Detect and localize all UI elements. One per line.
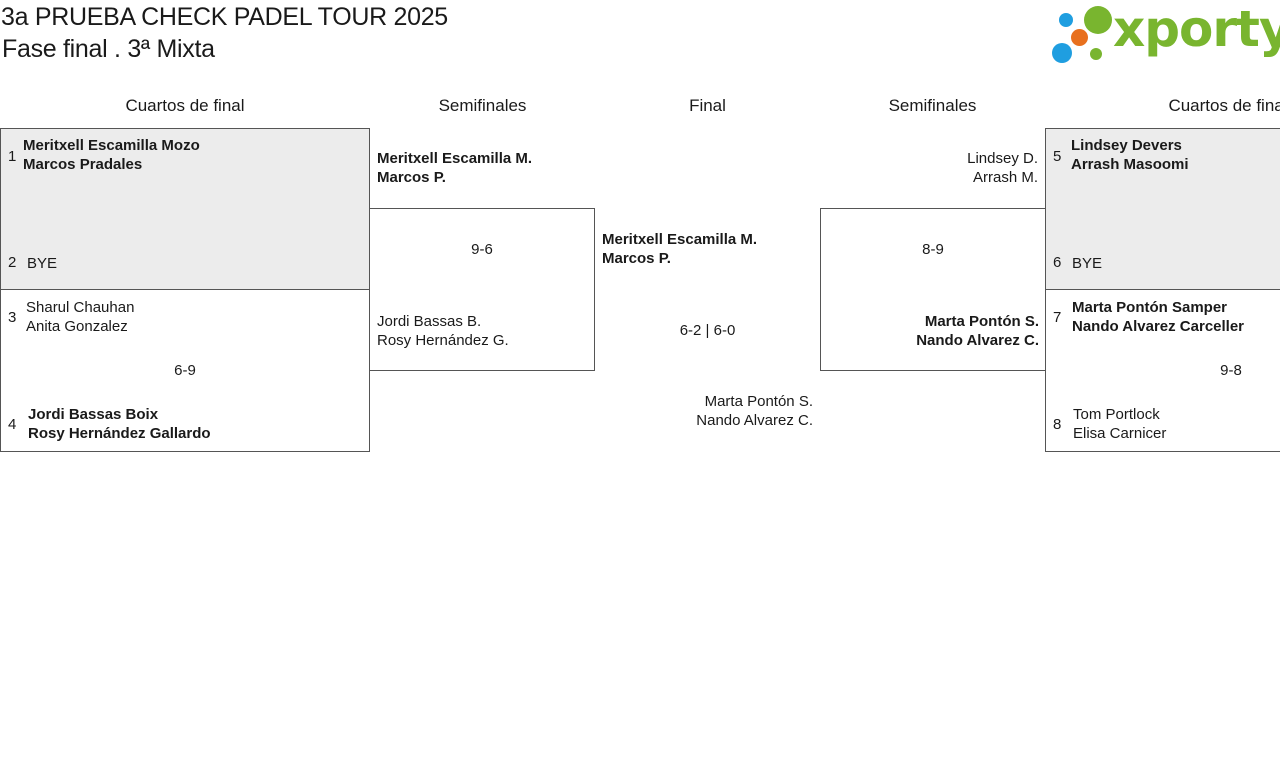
- right-semi-match[interactable]: 8-9 Marta Pontón S. Nando Alvarez C.: [820, 208, 1046, 371]
- final-team-bottom[interactable]: Marta Pontón S. Nando Alvarez C.: [620, 392, 813, 430]
- column-right-semis: Semifinales: [888, 96, 977, 115]
- xporty-logo[interactable]: xporty: [1050, 0, 1280, 68]
- match-score: 8-9: [922, 241, 944, 258]
- seed-number: 7: [1053, 309, 1062, 326]
- player-name: Meritxell Escamilla Mozo: [23, 137, 200, 154]
- bye-entry: BYE: [1072, 255, 1103, 272]
- player-name: Marta Pontón S.: [704, 393, 813, 410]
- logo-dot-orange-icon: [1071, 29, 1088, 46]
- player-name: Marta Pontón Samper: [1072, 299, 1228, 316]
- bye-entry: BYE: [27, 255, 58, 272]
- seed-number: 1: [8, 148, 17, 165]
- player-name: Arrash Masoomi: [1071, 156, 1189, 173]
- left-semi-team-top[interactable]: Meritxell Escamilla M. Marcos P.: [377, 149, 532, 187]
- logo-wordmark: xporty: [1113, 0, 1280, 58]
- player-name: Marcos P.: [377, 169, 446, 186]
- column-left-semis: Semifinales: [438, 96, 527, 115]
- seed-number: 5: [1053, 148, 1062, 165]
- right-quarter-match-1[interactable]: 5 Lindsey Devers Arrash Masoomi 6 BYE: [1045, 128, 1280, 290]
- team-entry[interactable]: Jordi Bassas Boix Rosy Hernández Gallard…: [28, 405, 211, 443]
- left-semi-match[interactable]: 9-6 Jordi Bassas B. Rosy Hernández G.: [369, 208, 595, 371]
- team-entry[interactable]: Lindsey Devers Arrash Masoomi: [1071, 136, 1189, 174]
- seed-number: 6: [1053, 254, 1062, 271]
- right-semi-team-top[interactable]: Lindsey D. Arrash M.: [840, 149, 1038, 187]
- player-name: Jordi Bassas Boix: [28, 406, 159, 423]
- logo-dot-blue-large-icon: [1052, 43, 1072, 63]
- player-name: Anita Gonzalez: [26, 318, 128, 335]
- seed-number: 8: [1053, 416, 1062, 433]
- column-right-quarters: Cuartos de final: [1168, 96, 1280, 115]
- player-name: Arrash M.: [972, 169, 1038, 186]
- column-left-quarters: Cuartos de final: [125, 96, 245, 115]
- player-name: Marcos P.: [602, 250, 671, 267]
- team-entry[interactable]: Tom Portlock Elisa Carnicer: [1073, 405, 1166, 443]
- player-name: Meritxell Escamilla M.: [377, 150, 533, 167]
- player-name: Nando Alvarez C.: [916, 332, 1039, 349]
- final-score: 6-2 | 6-0: [679, 322, 736, 339]
- player-name: Nando Alvarez C.: [696, 412, 813, 429]
- player-name: Lindsey D.: [967, 150, 1038, 167]
- match-score: 6-9: [174, 362, 196, 379]
- right-quarter-match-2[interactable]: 7 Marta Pontón Samper Nando Alvarez Carc…: [1045, 289, 1280, 452]
- team-entry[interactable]: Meritxell Escamilla Mozo Marcos Pradales: [23, 136, 200, 174]
- logo-dot-green-icon: [1084, 6, 1112, 34]
- player-name: Marta Pontón S.: [924, 313, 1039, 330]
- player-name: Nando Alvarez Carceller: [1072, 318, 1245, 335]
- team-entry[interactable]: Marta Pontón S. Nando Alvarez C.: [831, 312, 1039, 350]
- team-entry[interactable]: Jordi Bassas B. Rosy Hernández G.: [377, 312, 509, 350]
- player-name: Sharul Chauhan: [26, 299, 135, 316]
- logo-dot-green-small-icon: [1090, 48, 1102, 60]
- logo-dot-blue-icon: [1059, 13, 1073, 27]
- match-score: 9-8: [1220, 362, 1242, 379]
- player-name: Marcos Pradales: [23, 156, 143, 173]
- match-score: 9-6: [471, 241, 493, 258]
- player-name: Meritxell Escamilla M.: [602, 231, 758, 248]
- column-final: Final: [689, 96, 726, 115]
- left-quarter-match-2[interactable]: 3 Sharul Chauhan Anita Gonzalez 6-9 4 Jo…: [0, 289, 370, 452]
- left-quarter-match-1[interactable]: 1 Meritxell Escamilla Mozo Marcos Pradal…: [0, 128, 370, 290]
- tournament-title: 3a PRUEBA CHECK PADEL TOUR 2025: [1, 3, 448, 31]
- team-entry[interactable]: Sharul Chauhan Anita Gonzalez: [26, 298, 134, 336]
- seed-number: 4: [8, 416, 17, 433]
- player-name: Elisa Carnicer: [1073, 425, 1167, 442]
- player-name: Tom Portlock: [1073, 406, 1160, 423]
- phase-subtitle: Fase final . 3ª Mixta: [2, 35, 215, 63]
- player-name: Jordi Bassas B.: [377, 313, 482, 330]
- final-team-top[interactable]: Meritxell Escamilla M. Marcos P.: [602, 230, 757, 268]
- team-entry[interactable]: Marta Pontón Samper Nando Alvarez Carcel…: [1072, 298, 1244, 336]
- player-name: Lindsey Devers: [1071, 137, 1182, 154]
- seed-number: 2: [8, 254, 17, 271]
- player-name: Rosy Hernández Gallardo: [28, 425, 211, 442]
- player-name: Rosy Hernández G.: [377, 332, 509, 349]
- seed-number: 3: [8, 309, 17, 326]
